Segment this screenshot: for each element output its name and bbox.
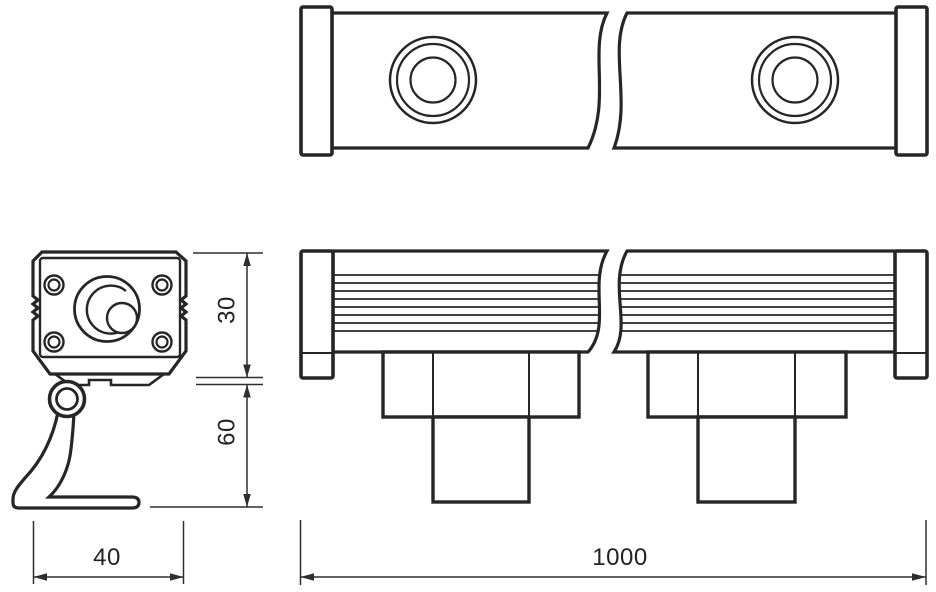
front-bar-left-segment bbox=[331, 249, 610, 354]
arrow-right bbox=[170, 573, 184, 581]
bracket-2-stem bbox=[696, 415, 797, 504]
arrow-up bbox=[243, 384, 251, 398]
bracket-1-stem bbox=[431, 415, 531, 504]
arrow-down bbox=[243, 494, 251, 507]
mounting-bracket-1 bbox=[381, 350, 581, 504]
arrow-left bbox=[33, 573, 47, 581]
arrow-left bbox=[300, 573, 314, 581]
dim-1000-label: 1000 bbox=[592, 544, 647, 571]
dim-60-label: 60 bbox=[214, 418, 241, 446]
side-view bbox=[11, 250, 189, 510]
front-bar-right-segment bbox=[611, 249, 898, 354]
dim-40-label: 40 bbox=[93, 544, 121, 571]
top-view-bar-right-segment bbox=[611, 11, 899, 150]
front-view bbox=[299, 249, 929, 504]
front-right-endcap bbox=[893, 249, 929, 380]
led-lens-2 bbox=[750, 35, 840, 125]
top-view bbox=[299, 5, 929, 157]
top-view-right-endcap bbox=[894, 5, 929, 157]
fixture-head-faceplate bbox=[38, 256, 182, 359]
front-left-endcap bbox=[299, 249, 335, 380]
led-lens-1 bbox=[388, 35, 478, 125]
arrow-up bbox=[243, 253, 251, 266]
pivot-joint bbox=[47, 379, 87, 419]
lens-assembly bbox=[73, 275, 141, 343]
top-view-left-endcap bbox=[299, 5, 334, 157]
mounting-bracket-2 bbox=[646, 350, 848, 504]
dim-30-label: 30 bbox=[214, 296, 241, 324]
arrow-down bbox=[243, 364, 251, 378]
arrow-right bbox=[912, 573, 926, 581]
dimension-annotations bbox=[32, 252, 927, 585]
dimension-labels: 30 60 40 1000 bbox=[93, 296, 647, 571]
dimension-arrows bbox=[33, 253, 926, 581]
corner-screws bbox=[43, 274, 173, 353]
mounting-arm-and-foot bbox=[11, 411, 141, 510]
